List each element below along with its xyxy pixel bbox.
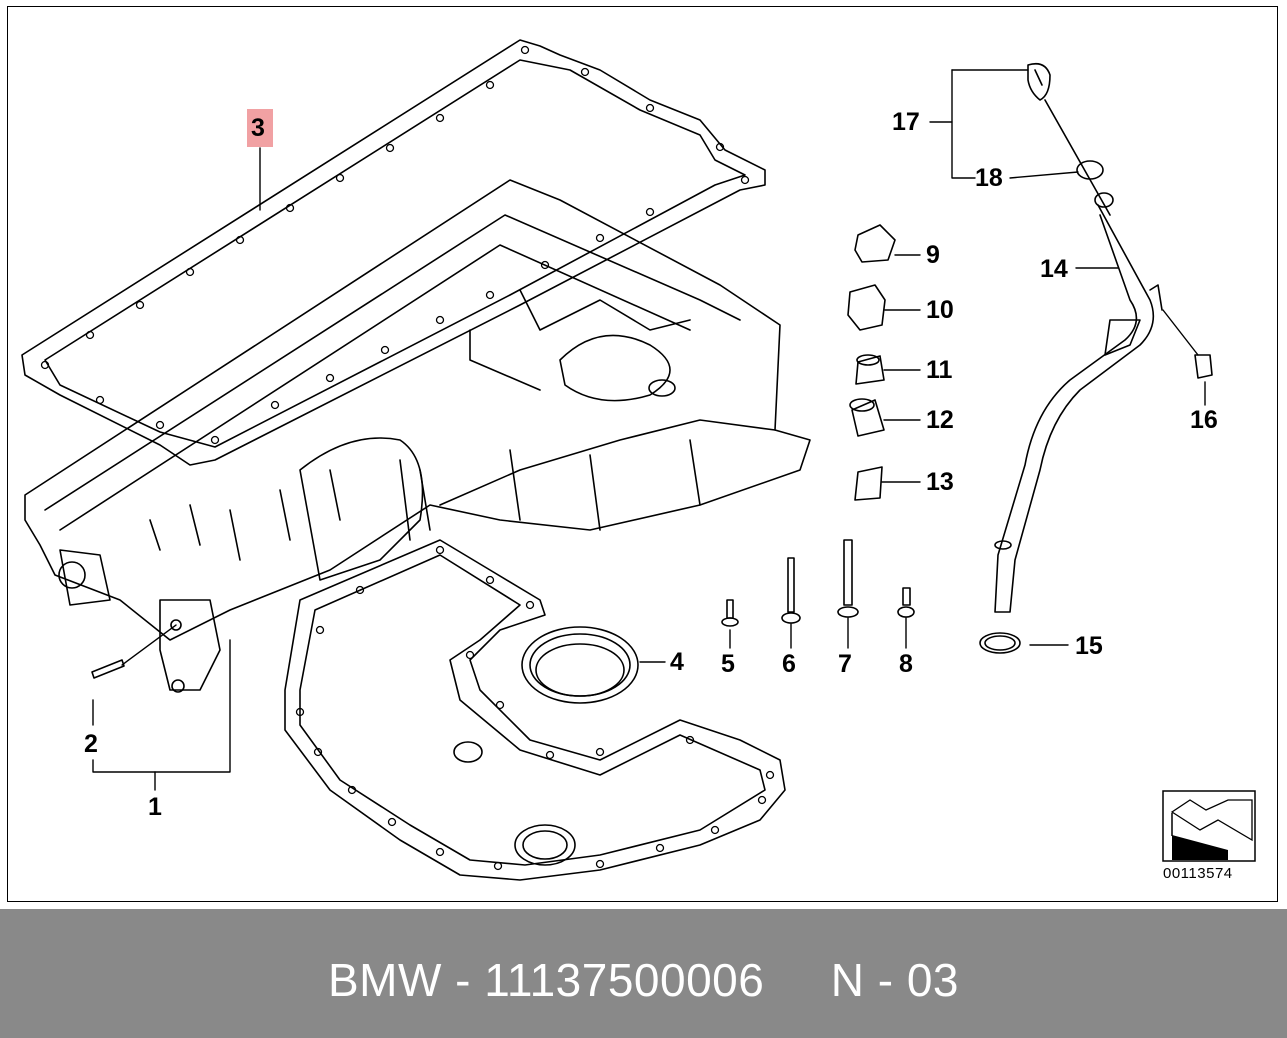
gasket-upper-part — [21, 39, 766, 466]
diagram-frame — [7, 6, 1278, 902]
part-number-caption: BMW - 11137500006 N - 03 — [327, 953, 960, 1006]
parts-diagram — [21, 39, 1256, 881]
callout-12: 12 — [926, 406, 954, 434]
callout-18: 18 — [975, 164, 1003, 192]
oil-pan-part — [24, 179, 811, 693]
callout-5: 5 — [721, 650, 735, 678]
direction-arrow-icon — [1162, 790, 1256, 862]
callout-11: 11 — [926, 356, 953, 384]
callout-1: 1 — [148, 793, 162, 821]
callout-7: 7 — [838, 650, 852, 678]
callout-14: 14 — [1040, 255, 1068, 283]
diagram-reference-number: 00113574 — [1163, 865, 1233, 882]
callout-6: 6 — [782, 650, 796, 678]
callout-16: 16 — [1190, 406, 1218, 434]
small-parts — [847, 224, 896, 501]
callout-17: 17 — [892, 108, 920, 136]
callout-9: 9 — [926, 241, 940, 269]
bolts-part — [721, 539, 915, 627]
callout-15: 15 — [1075, 632, 1103, 660]
leader-lines — [92, 69, 1206, 791]
gasket-lower-part — [284, 539, 786, 881]
callout-13: 13 — [926, 468, 954, 496]
callout-8: 8 — [899, 650, 913, 678]
callout-3: 3 — [251, 114, 265, 142]
dipstick-assembly-part — [979, 62, 1213, 654]
caption-bar: BMW - 11137500006 N - 03 — [0, 909, 1287, 1038]
callout-10: 10 — [926, 296, 954, 324]
callout-4: 4 — [670, 648, 684, 676]
callout-3-highlight — [247, 109, 273, 147]
callout-2: 2 — [84, 730, 98, 758]
